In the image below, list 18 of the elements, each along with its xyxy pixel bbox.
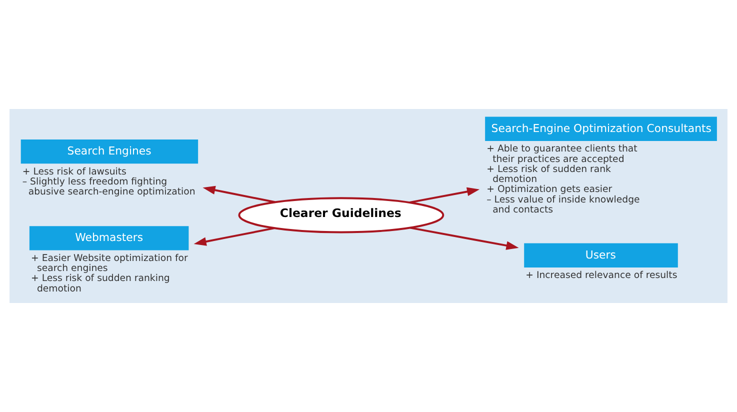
node-label: + Optimization gets easier (486, 184, 612, 196)
node-box: Search Engines (20, 139, 198, 164)
node-label: + Able to guarantee clients that their practices are accepted (486, 144, 638, 165)
node-box: Search-Engine Optimization Consultants (485, 116, 717, 141)
arrow (202, 186, 276, 204)
arrow (410, 187, 480, 204)
node-label: + Less risk of sudden ranking demotion (31, 273, 170, 294)
node-label: + Increased relevance of results (526, 270, 678, 282)
node-label: + Less risk of lawsuits (22, 166, 126, 178)
node-ellipse: Clearer Guidelines (238, 197, 444, 234)
node-label: + Easier Website optimization for search engines (31, 252, 188, 274)
arrow (194, 227, 274, 246)
node-box: Users (524, 243, 678, 268)
node-label: + Less risk of sudden rank demotion (486, 164, 611, 186)
node-box: Webmasters (29, 226, 189, 250)
node-label: – Slightly less freedom fighting abusive search-engine optimization (22, 176, 196, 198)
arrow (410, 226, 519, 250)
node-label: – Less value of inside knowledge and contacts (486, 194, 640, 216)
